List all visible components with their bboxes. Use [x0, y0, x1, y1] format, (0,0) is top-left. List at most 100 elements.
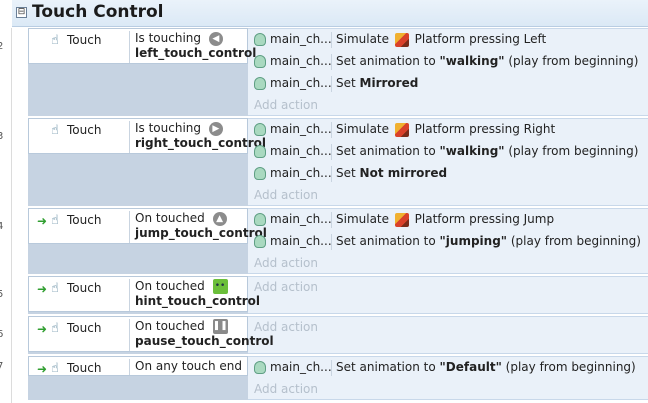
action-object: main_ch...	[270, 212, 332, 226]
touch-hand-icon: ☝	[51, 361, 59, 376]
platformer-behavior-icon	[394, 32, 409, 47]
condition-object: ➜ ☝ Touch	[33, 211, 127, 228]
condition-object-label: Touch	[67, 281, 102, 295]
action-row[interactable]: main_ch... Set animation to "walking" (p…	[250, 52, 648, 72]
add-action-link[interactable]: Add action	[254, 280, 318, 294]
condition-line2: jump_touch_control	[135, 226, 267, 240]
trigger-once-arrow-icon: ➜	[37, 362, 48, 376]
action-row[interactable]: main_ch... Set animation to "jumping" (p…	[250, 232, 648, 252]
trigger-once-arrow-icon: ➜	[37, 214, 48, 228]
action-object: main_ch...	[270, 234, 332, 248]
event-row[interactable]: ➜ ☝ Touch On any touch end main_ch... Se…	[28, 356, 648, 400]
arrow-right-circle-icon: ▶	[208, 121, 223, 136]
condition[interactable]: ☝ Touch Is touching ▶ right_touch_contro…	[28, 118, 266, 154]
condition[interactable]: ☝ Touch Is touching ◀ left_touch_control	[28, 28, 256, 64]
divider	[129, 31, 130, 63]
condition-object-label: Touch	[67, 123, 102, 137]
action-object: main_ch...	[270, 54, 332, 68]
action-text: Simulate Platform pressing Right	[336, 122, 556, 137]
group-title[interactable]: Touch Control	[32, 2, 164, 22]
add-action-link[interactable]: Add action	[254, 256, 318, 270]
condition[interactable]: ➜ ☝ Touch On touched ❚❚ pause_touch_cont…	[28, 316, 274, 352]
action-text: Set Mirrored	[336, 76, 419, 90]
collapse-toggle-icon[interactable]: ⊟	[16, 7, 27, 18]
conditions-area[interactable]: ➜ ☝ Touch On touched •• hint_touch_contr…	[28, 276, 260, 314]
condition-line1: On touched	[135, 319, 205, 333]
condition-text[interactable]: Is touching ▶ right_touch_control	[135, 121, 266, 151]
event-row[interactable]: ☝ Touch Is touching ▶ right_touch_contro…	[28, 118, 648, 206]
add-action-link[interactable]: Add action	[254, 320, 318, 334]
conditions-area[interactable]: ☝ Touch Is touching ▶ right_touch_contro…	[28, 118, 266, 206]
condition-object-label: Touch	[67, 33, 102, 47]
action-row[interactable]: main_ch... Set animation to "walking" (p…	[250, 142, 648, 162]
action-text: Simulate Platform pressing Left	[336, 32, 547, 47]
line-number: 7	[0, 361, 4, 372]
add-action-link[interactable]: Add action	[254, 98, 318, 112]
touch-hand-icon: ☝	[51, 213, 59, 228]
action-object: main_ch...	[270, 32, 332, 46]
action-row[interactable]: main_ch... Set animation to "Default" (p…	[250, 358, 648, 378]
main-character-icon	[254, 33, 266, 46]
condition-object: ➜ ☝ Touch	[33, 359, 127, 376]
main-character-icon	[254, 77, 266, 90]
condition-text[interactable]: On any touch end	[135, 359, 242, 374]
condition-text[interactable]: On touched •• hint_touch_control	[135, 279, 260, 309]
action-text: Set animation to "Default" (play from be…	[336, 360, 636, 374]
event-row[interactable]: ➜ ☝ Touch On touched ❚❚ pause_touch_cont…	[28, 316, 648, 354]
conditions-area[interactable]: ➜ ☝ Touch On any touch end	[28, 356, 248, 400]
action-row[interactable]: main_ch... Simulate Platform pressing Ri…	[250, 120, 648, 140]
divider	[331, 32, 332, 48]
arrow-left-circle-icon: ◀	[208, 31, 223, 46]
condition[interactable]: ➜ ☝ Touch On touched •• hint_touch_contr…	[28, 276, 260, 312]
action-object: main_ch...	[270, 76, 332, 90]
platformer-behavior-icon	[394, 122, 409, 137]
touch-hand-icon: ☝	[51, 123, 59, 138]
main-character-icon	[254, 235, 266, 248]
main-character-icon	[254, 213, 266, 226]
line-number-gutter: 2 3 4 5 6 7	[0, 0, 12, 403]
condition-object: ☝ Touch	[33, 31, 127, 48]
divider	[331, 144, 332, 160]
event-row[interactable]: ➜ ☝ Touch On touched •• hint_touch_contr…	[28, 276, 648, 314]
divider	[331, 234, 332, 250]
add-action-link[interactable]: Add action	[254, 188, 318, 202]
trigger-once-arrow-icon: ➜	[37, 322, 48, 336]
add-action-link[interactable]: Add action	[254, 382, 318, 396]
condition-line1: On any touch end	[135, 359, 243, 373]
event-row[interactable]: ☝ Touch Is touching ◀ left_touch_control…	[28, 28, 648, 116]
action-row[interactable]: main_ch... Set Mirrored	[250, 74, 648, 94]
action-object: main_ch...	[270, 144, 332, 158]
conditions-area[interactable]: ☝ Touch Is touching ◀ left_touch_control	[28, 28, 256, 116]
main-character-icon	[254, 167, 266, 180]
event-group-header[interactable]: ⊟ Touch Control	[12, 0, 648, 27]
action-row[interactable]: main_ch... Simulate Platform pressing Le…	[250, 30, 648, 50]
condition-text[interactable]: On touched ▲ jump_touch_control	[135, 211, 267, 241]
divider	[331, 360, 332, 376]
line-number: 6	[0, 329, 4, 340]
action-text: Simulate Platform pressing Jump	[336, 212, 555, 227]
conditions-area[interactable]: ➜ ☝ Touch On touched ▲ jump_touch_contro…	[28, 208, 267, 274]
action-object: main_ch...	[270, 360, 332, 374]
action-row[interactable]: main_ch... Simulate Platform pressing Ju…	[250, 210, 648, 230]
divider	[129, 211, 130, 243]
conditions-area[interactable]: ➜ ☝ Touch On touched ❚❚ pause_touch_cont…	[28, 316, 274, 354]
condition-text[interactable]: On touched ❚❚ pause_touch_control	[135, 319, 274, 349]
action-text: Set animation to "walking" (play from be…	[336, 54, 639, 68]
condition-line1: Is touching	[135, 121, 202, 135]
main-character-icon	[254, 145, 266, 158]
main-character-icon	[254, 123, 266, 136]
divider	[331, 76, 332, 92]
condition[interactable]: ➜ ☝ Touch On any touch end	[28, 356, 248, 376]
arrow-up-circle-icon: ▲	[212, 211, 227, 226]
divider	[331, 54, 332, 70]
touch-hand-icon: ☝	[51, 321, 59, 336]
action-row[interactable]: main_ch... Set Not mirrored	[250, 164, 648, 184]
event-row[interactable]: ➜ ☝ Touch On touched ▲ jump_touch_contro…	[28, 208, 648, 274]
condition[interactable]: ➜ ☝ Touch On touched ▲ jump_touch_contro…	[28, 208, 267, 244]
platformer-behavior-icon	[394, 212, 409, 227]
condition-text[interactable]: Is touching ◀ left_touch_control	[135, 31, 256, 61]
action-object: main_ch...	[270, 166, 332, 180]
condition-line2: hint_touch_control	[135, 294, 261, 308]
condition-object-label: Touch	[67, 213, 102, 227]
condition-object-label: Touch	[67, 361, 102, 375]
